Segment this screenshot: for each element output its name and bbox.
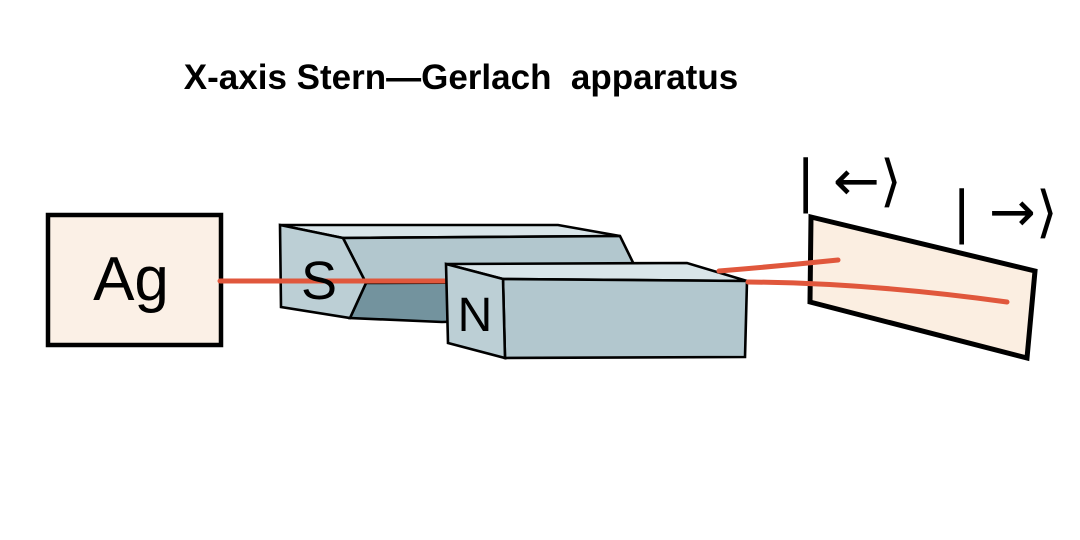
magnet-n-label: N — [458, 289, 493, 342]
detector-screen — [807, 213, 1038, 362]
magnet-n-side-face — [444, 262, 507, 360]
ket-right-label: | →⟩ — [952, 180, 1057, 245]
diagram-title: X-axis Stern—Gerlach apparatus — [183, 58, 739, 97]
beam-upper — [716, 257, 841, 274]
magnet-n-front-face — [501, 277, 749, 360]
ket-left-label: | ←⟩ — [796, 149, 901, 214]
magnet-s-label: S — [301, 251, 337, 311]
beam-lower — [745, 279, 1010, 305]
magnet-s-front-face — [278, 223, 368, 320]
silver-source-label: Ag — [93, 245, 169, 314]
